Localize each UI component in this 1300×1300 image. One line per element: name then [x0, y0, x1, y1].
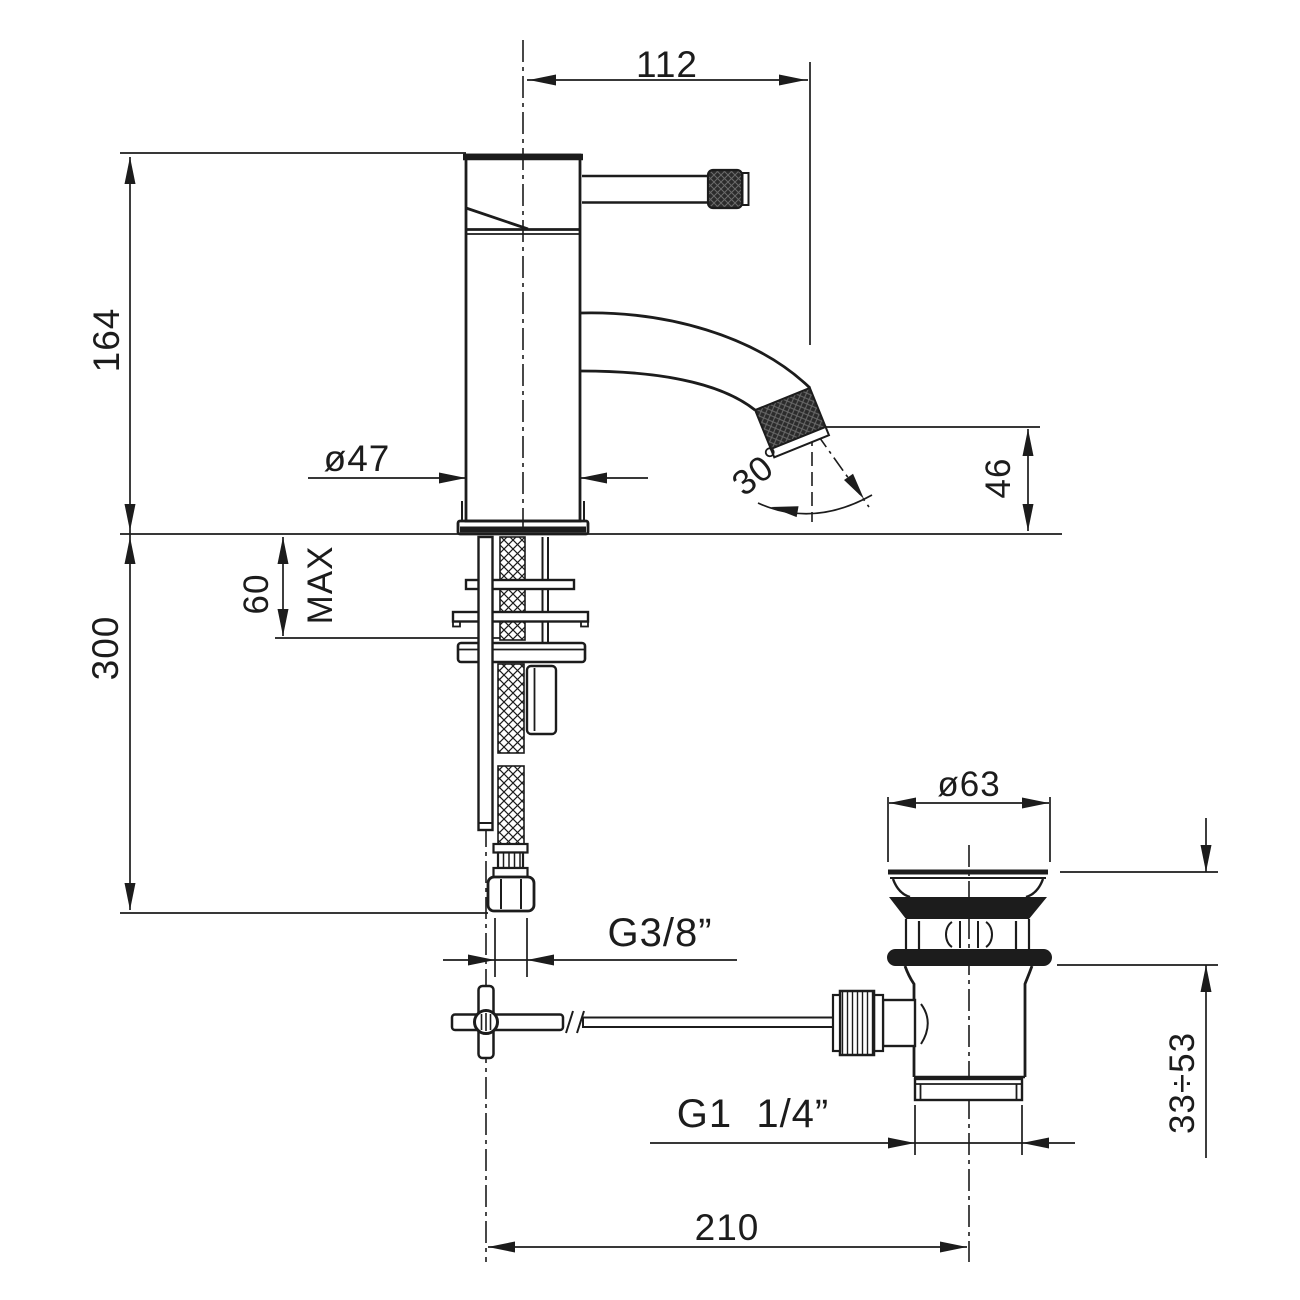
reference-lines	[120, 62, 1218, 1155]
dim-47-label: ø47	[324, 438, 391, 479]
under-deck-assembly	[451, 535, 590, 913]
spout-bottom-curve	[580, 369, 756, 412]
aerator-end-face	[769, 425, 831, 459]
aerator	[753, 386, 831, 459]
ball-joint-arc	[920, 1003, 929, 1045]
waste-rubber-flange	[887, 949, 1052, 966]
waste-body-walls	[903, 965, 1034, 1077]
base-gasket	[460, 526, 586, 533]
dim-300-label: 300	[85, 616, 126, 681]
mixer-tap	[456, 153, 811, 536]
tailpiece-thread-lines	[915, 1083, 1022, 1100]
waste-control-rod	[582, 1016, 834, 1028]
dimension-lines	[129, 79, 1207, 1248]
waste-funnel-right	[1025, 878, 1045, 899]
waste-tailpiece	[913, 1077, 1024, 1102]
washer-tab-left	[452, 620, 461, 628]
base-flange	[456, 519, 590, 536]
spout-top-curve	[580, 311, 811, 390]
pop-up-linkage	[450, 984, 834, 1060]
clamping-plate	[456, 641, 587, 664]
pivot-joint-hatch	[480, 1013, 492, 1031]
hose-connection-nut	[486, 875, 536, 913]
washer-tab-right	[580, 620, 589, 628]
lever-knob-end-cap	[741, 172, 750, 206]
dim-60-label: 60	[237, 574, 276, 615]
waste-seal-cone	[889, 897, 1047, 919]
lever-knurled-knob	[706, 168, 744, 210]
flexible-hose-upper	[497, 663, 525, 754]
dim-164-label: 164	[86, 308, 127, 373]
pop-up-pull-rod	[477, 535, 494, 832]
dim-g114-label: G1 1/4”	[677, 1092, 830, 1136]
dim-clamp-label: 33÷53	[1163, 1032, 1202, 1134]
knob-inner-plate	[872, 993, 885, 1053]
crimp-ridges	[502, 853, 521, 868]
outlet-angled-centerline	[816, 433, 870, 508]
dim-g38-label: G3/8”	[607, 911, 712, 955]
waste-funnel-left	[891, 878, 911, 899]
fixing-nut	[525, 664, 558, 736]
overflow-slot	[945, 921, 993, 948]
dim-30-arc	[757, 494, 873, 515]
dim-210-label: 210	[695, 1207, 760, 1248]
waste-mid-section	[904, 919, 1031, 950]
rod-break-symbol	[565, 1010, 585, 1034]
adjustment-knurled-knob	[838, 989, 876, 1057]
hose-crimp-collar-top	[492, 842, 529, 854]
cap-bevel-line	[465, 206, 529, 231]
flexible-hose-lower	[497, 765, 525, 845]
knob-end-plate	[831, 993, 842, 1053]
dim-46-label: 46	[979, 458, 1018, 499]
dimension-labels: 112 164 300 ø47 60 MAX 30° 46 G3/8” ø63 …	[85, 44, 1202, 1248]
dim-max-label: MAX	[301, 546, 340, 625]
linkage-horizontal-bar	[450, 1013, 565, 1032]
dim-63-label: ø63	[937, 765, 1000, 804]
rod-connector-housing	[881, 998, 917, 1048]
dim-112-label: 112	[636, 44, 698, 85]
horseshoe-washer-2	[451, 610, 590, 623]
horseshoe-washer-1	[464, 578, 576, 591]
dimension-arrowheads	[124, 74, 1212, 1253]
pop-up-waste	[831, 869, 1052, 1102]
